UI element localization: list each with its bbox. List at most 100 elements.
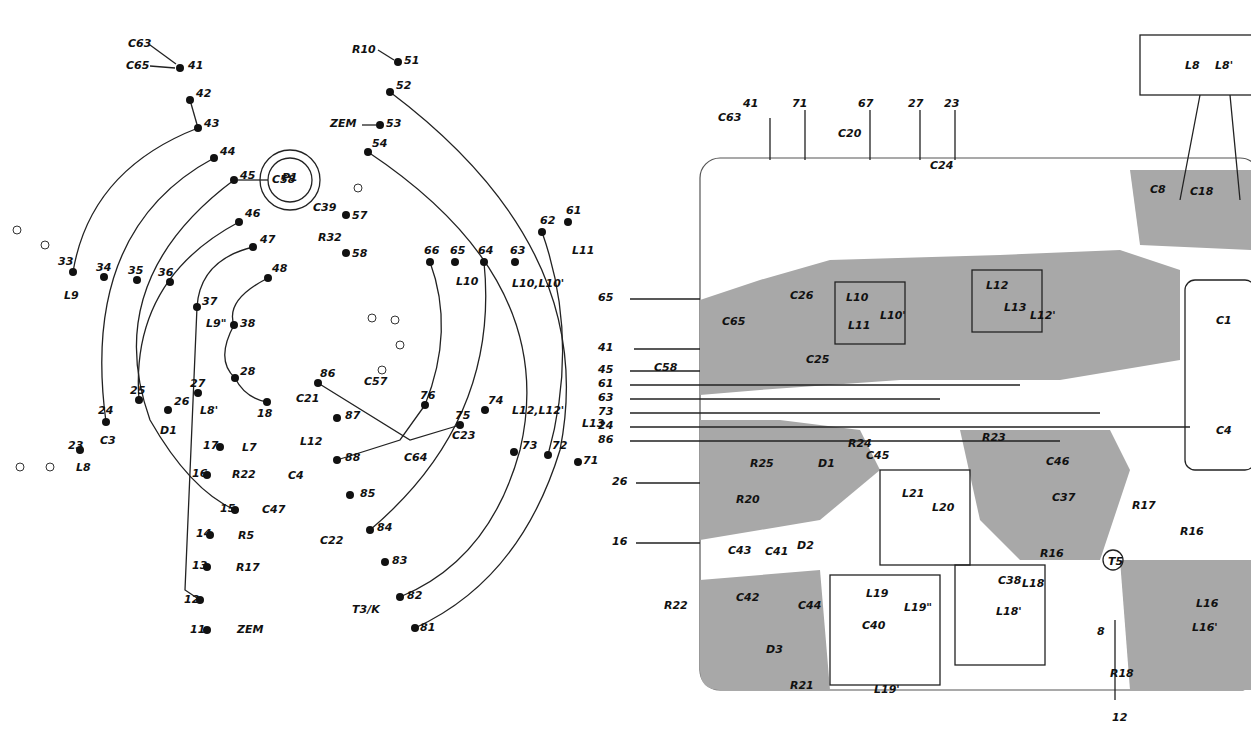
callout-label: L10 (846, 292, 868, 304)
callout-label: C40 (862, 620, 885, 632)
callout-label: L12,L12' (512, 405, 564, 417)
callout-label: L16 (1196, 598, 1218, 610)
contact-dot (164, 406, 172, 414)
contact-dot (210, 154, 218, 162)
callout-label: 74 (488, 395, 503, 407)
callout-label: 45 (240, 170, 255, 182)
callout-label: R32 (318, 232, 342, 244)
contact-dot (394, 58, 402, 66)
callout-label: 11 (190, 624, 205, 636)
callout-label: L12 (986, 280, 1008, 292)
contact-dot (166, 278, 174, 286)
callout-label: L10,L10' (512, 278, 564, 290)
hollow-holes (13, 184, 404, 471)
callout-label: C64 (404, 452, 427, 464)
callout-label: C47 (262, 504, 285, 516)
callout-label: 42 (196, 88, 211, 100)
contact-dot (194, 389, 202, 397)
callout-label: 18 (257, 408, 272, 420)
callout-label: L8' (200, 405, 218, 417)
contact-dot (411, 624, 419, 632)
callout-label: ZEM (330, 118, 356, 130)
callout-label: C65 (722, 316, 745, 328)
callout-label: C65 (126, 60, 149, 72)
callout-label: 13 (192, 560, 207, 572)
callout-label: C18 (1190, 186, 1213, 198)
callout-label: 73 (598, 406, 613, 418)
callout-label: 14 (196, 528, 211, 540)
callout-label: 25 (130, 385, 145, 397)
callout-label: 15 (220, 503, 235, 515)
callout-label: L18 (1022, 578, 1044, 590)
callout-label: C23 (452, 430, 475, 442)
callout-label: 65 (450, 245, 465, 257)
callout-label: D1 (818, 458, 835, 470)
callout-label: C58 (654, 362, 677, 374)
contact-dot (186, 96, 194, 104)
callout-label: 66 (424, 245, 439, 257)
contact-dot (230, 321, 238, 329)
callout-label: L10 (456, 276, 478, 288)
contact-dot (376, 121, 384, 129)
callout-label: 76 (420, 390, 435, 402)
callout-label: C4 (288, 470, 304, 482)
contact-dot (386, 88, 394, 96)
callout-label: R16 (1180, 526, 1204, 538)
callout-label: 48 (272, 263, 287, 275)
callout-label: C43 (728, 545, 751, 557)
callout-label: 84 (377, 522, 392, 534)
contact-dot (135, 396, 143, 404)
contact-dot (511, 258, 519, 266)
callout-label: 38 (240, 318, 255, 330)
callout-label: C46 (1046, 456, 1069, 468)
contact-dot (364, 148, 372, 156)
contact-dot (314, 379, 322, 387)
callout-label: C22 (320, 535, 343, 547)
contact-dot (230, 176, 238, 184)
contact-dot (574, 458, 582, 466)
callout-label: L21 (902, 488, 924, 500)
callout-label: 35 (128, 265, 143, 277)
callout-label: ZEM (237, 624, 263, 636)
callout-label: 73 (522, 440, 537, 452)
contact-dot (235, 218, 243, 226)
callout-label: 81 (420, 622, 435, 634)
contact-dot (481, 406, 489, 414)
callout-label: L11 (572, 245, 594, 257)
callout-label: L19" (904, 602, 932, 614)
callout-label: D3 (766, 644, 783, 656)
callout-label: 88 (345, 452, 360, 464)
switch-arcs (73, 45, 566, 628)
callout-label: R5 (238, 530, 254, 542)
callout-label: 17 (203, 440, 218, 452)
callout-label: 12 (184, 594, 199, 606)
callout-label: C1 (1216, 315, 1232, 327)
callout-label: 57 (352, 210, 367, 222)
callout-label: C37 (1052, 492, 1075, 504)
callout-label: R17 (1132, 500, 1156, 512)
callout-label: 86 (598, 434, 613, 446)
callout-label: 85 (360, 488, 375, 500)
callout-label: R23 (982, 432, 1006, 444)
contact-dot (176, 64, 184, 72)
callout-label: L10' (880, 310, 906, 322)
callout-label: 16 (612, 536, 627, 548)
callout-label: 54 (372, 138, 387, 150)
contact-dot (249, 243, 257, 251)
contact-dot (231, 374, 239, 382)
callout-label: R21 (790, 680, 814, 692)
callout-label: 44 (220, 146, 235, 158)
callout-label: 65 (598, 292, 613, 304)
callout-label: 61 (598, 378, 613, 390)
callout-label: L8' (1215, 60, 1233, 72)
contact-dot (421, 401, 429, 409)
callout-label: L8 (1185, 60, 1200, 72)
callout-label: 33 (58, 256, 73, 268)
callout-label: C44 (798, 600, 821, 612)
callout-label: C63 (718, 112, 741, 124)
callout-label: C21 (296, 393, 319, 405)
callout-label: 61 (566, 205, 581, 217)
contact-dot (264, 274, 272, 282)
callout-label: C26 (790, 290, 813, 302)
